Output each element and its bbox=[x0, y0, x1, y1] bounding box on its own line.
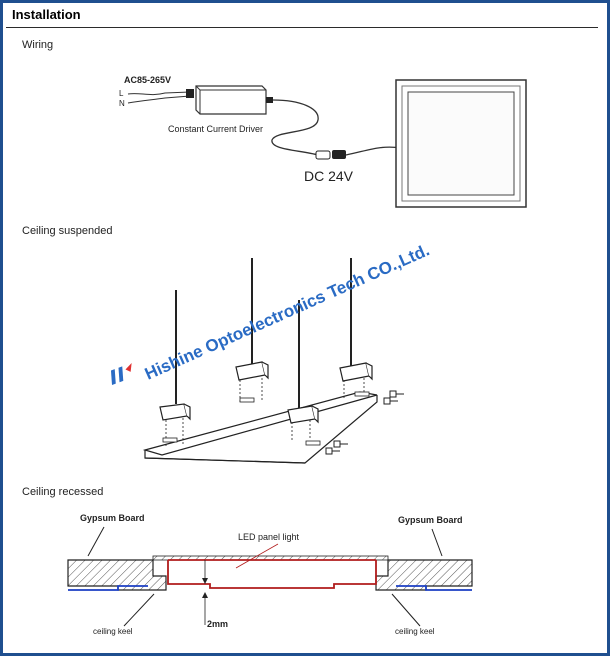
ceiling-keel-right bbox=[396, 585, 472, 591]
suspended-section-label: Ceiling suspended bbox=[22, 225, 113, 237]
screw-icon bbox=[383, 390, 404, 405]
led-panel-section bbox=[167, 560, 377, 589]
gap-label: 2mm bbox=[207, 619, 228, 629]
dc-plug bbox=[315, 150, 331, 160]
line-l-label: L bbox=[119, 89, 124, 98]
keel-left-label: ceiling keel bbox=[93, 627, 133, 636]
input-wire-n bbox=[127, 95, 191, 104]
output-cable bbox=[271, 99, 319, 156]
recessed-section-label: Ceiling recessed bbox=[22, 486, 104, 498]
led-panel-face bbox=[407, 91, 515, 196]
output-connector bbox=[266, 97, 273, 103]
line-n-label: N bbox=[119, 99, 125, 108]
recessed-diagram: Gypsum Board Gypsum Board LED panel ligh… bbox=[67, 513, 473, 636]
input-connector bbox=[186, 89, 194, 98]
dc-socket bbox=[332, 150, 346, 159]
hishine-logo-icon bbox=[110, 362, 132, 385]
gypsum-left-label: Gypsum Board bbox=[80, 513, 145, 523]
company-watermark: Hishine Optoelectronics Tech CO.,Ltd. bbox=[110, 240, 432, 385]
hanging-bracket bbox=[159, 403, 191, 421]
input-wire-l bbox=[127, 91, 191, 96]
hanging-bracket bbox=[235, 361, 269, 381]
title-divider bbox=[6, 27, 598, 28]
suspended-panel-top bbox=[142, 391, 378, 456]
gypsum-board-left bbox=[67, 559, 167, 591]
output-voltage-label: DC 24V bbox=[304, 168, 354, 184]
led-panel-frame bbox=[401, 85, 521, 202]
watermark-text: Hishine Optoelectronics Tech CO.,Ltd. bbox=[142, 240, 432, 383]
driver-box bbox=[195, 85, 267, 115]
hanging-bracket bbox=[287, 405, 319, 424]
wiring-diagram: AC85-265V L N Constant Current Driver DC… bbox=[119, 75, 527, 208]
driver-label: Constant Current Driver bbox=[168, 124, 263, 134]
panel-label: LED panel light bbox=[238, 532, 300, 542]
keel-right-label: ceiling keel bbox=[395, 627, 435, 636]
input-voltage-label: AC85-265V bbox=[124, 75, 171, 85]
hanging-bracket bbox=[339, 362, 373, 382]
wiring-section-label: Wiring bbox=[22, 39, 54, 51]
suspended-diagram bbox=[142, 258, 404, 464]
panel-cable bbox=[345, 146, 403, 156]
ceiling-keel-left bbox=[68, 585, 148, 591]
screw-icon bbox=[325, 440, 348, 455]
gypsum-right-label: Gypsum Board bbox=[398, 515, 463, 525]
page-title: Installation bbox=[12, 7, 81, 22]
